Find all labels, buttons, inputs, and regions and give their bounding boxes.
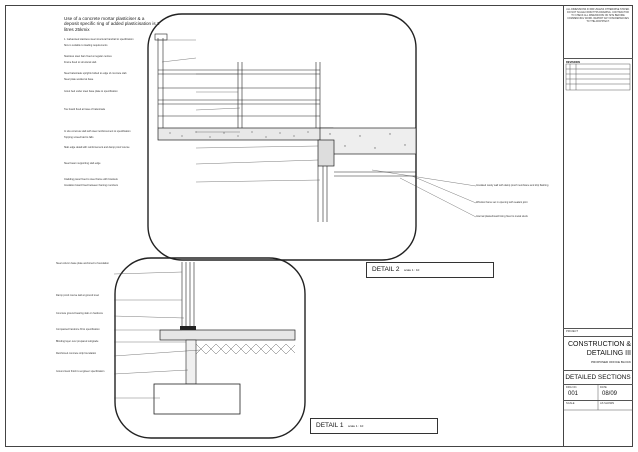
scale-label: SCALE: [566, 402, 575, 405]
lower-note-6: Reinforced concrete strip foundation: [56, 352, 97, 355]
detail-1-label: DETAIL 1: [316, 422, 344, 429]
title-block-divider: [563, 58, 633, 59]
leader-lines: [158, 39, 477, 218]
lower-note-4: Compacted hardcore fill to specification: [56, 328, 100, 331]
mid-note-4: Insulation board fixed between framing m…: [64, 184, 119, 187]
title-block-divider-4: [563, 370, 633, 371]
drawing-number-label: DRG NO.: [566, 386, 578, 389]
title-block: [563, 5, 633, 447]
sheet-frame: [5, 5, 633, 447]
hardcore-hatch: [195, 343, 296, 355]
drawing-title-line-2: DETAILING III: [586, 350, 631, 357]
edge-beam: [317, 139, 335, 167]
column-lines: [181, 262, 195, 326]
upper-note-8: Toe board fixed at base of balustrade: [64, 108, 106, 111]
drawing-number: 001: [568, 391, 579, 397]
detail-1-leaders: [113, 271, 201, 399]
upper-note-2: Size is suitable to loading requirements: [64, 44, 108, 47]
top-note: Use of a concrete mortar plasticiser & a…: [64, 16, 160, 32]
drawing-title-line-1: CONSTRUCTION &: [568, 341, 631, 348]
concrete-slab-aggregate: [329, 133, 406, 149]
detail-2-wall: [317, 166, 416, 222]
detail-1-label-box: [310, 418, 438, 434]
strip-foundation: [153, 383, 241, 415]
mid-note-3: Cladding panel fixed to steel frame with…: [64, 178, 118, 181]
title-block-note: ALL DIMENSIONS IN MM UNLESS OTHERWISE ST…: [566, 8, 630, 23]
upper-note-4: Frame fixed to structural slab: [64, 61, 97, 64]
lower-note-7: Ground level finish to engineer specific…: [56, 370, 105, 373]
right-note-1: Insulated cavity wall with damp proof me…: [476, 184, 549, 187]
right-note-3: Internal plasterboard lining fixed to me…: [476, 215, 528, 218]
lower-note-2: Damp proof course laid at ground level: [56, 294, 99, 297]
upper-note-1: 1. Galvanised stainless steel structural…: [64, 38, 134, 41]
mid-note-1: Slab edge detail with reinforcement and …: [64, 146, 130, 149]
lower-note-1: Steel column base plate anchored to foun…: [56, 262, 109, 265]
date-label: DATE: [600, 386, 607, 389]
title-block-divider-3: [563, 336, 633, 337]
detail-1-scale: scale 1 : 10: [348, 424, 364, 428]
balustrade-assembly: [154, 33, 321, 128]
lower-note-3: Concrete ground bearing slab on hardcore: [56, 312, 103, 315]
detail-2-scale: scale 1 : 10: [404, 268, 420, 272]
detail-2-label: DETAIL 2: [372, 266, 400, 273]
detail-2-label-box: [366, 262, 494, 278]
drawing-date: 08/09: [602, 391, 618, 397]
concrete-slab-main: [319, 127, 417, 155]
column-base-plate: [180, 326, 196, 332]
upper-note-10: Topping screed laid to falls: [64, 136, 94, 139]
scale-value: AS SHOWN: [600, 402, 615, 405]
upper-note-5: Steel balustrade uprights bolted to edge…: [64, 72, 127, 75]
upper-note-6: Steel plate welded at base: [64, 78, 94, 81]
lower-note-5: Blinding layer over prepared subgrade: [56, 340, 99, 343]
ground-slab: [159, 329, 296, 341]
upper-note-7: Grout bed under steel base plate to spec…: [64, 90, 118, 93]
revisions-title: REVISIONS: [566, 61, 581, 64]
mid-note-2: Steel beam supporting slab edge: [64, 162, 101, 165]
detail-1-viewport: [114, 257, 306, 439]
right-note-2: Window frame set in opening with sealant…: [476, 201, 528, 204]
upper-note-9: In situ concrete slab with steel reinfor…: [64, 130, 131, 133]
project-label: PROJECT: [566, 330, 579, 333]
upper-note-3: Stainless steel bars fixed at regular ce…: [64, 55, 112, 58]
title-block-divider-2: [563, 328, 633, 329]
drawing-subtitle: PROPOSED OFFICE BLOCK: [591, 360, 631, 364]
sheet-title: DETAILED SECTIONS: [565, 374, 631, 381]
